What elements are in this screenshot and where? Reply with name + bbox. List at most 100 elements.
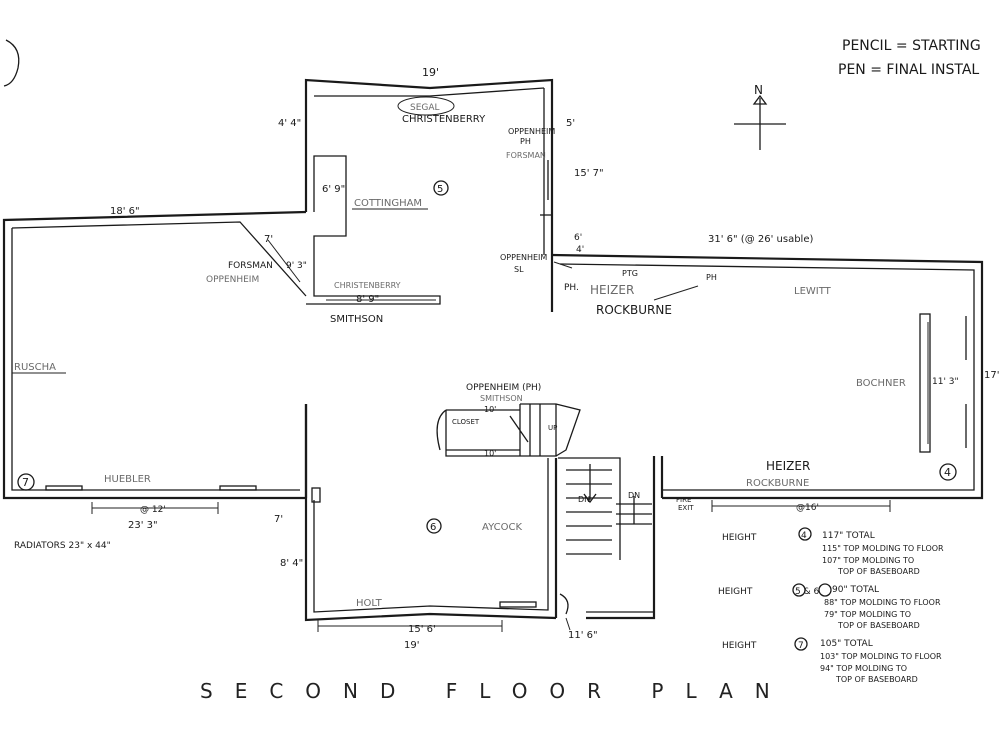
height-7-line-4: TOP OF BASEBOARD bbox=[835, 675, 918, 684]
label-aycock: AYCOCK bbox=[482, 522, 522, 533]
dim-31-6: 31' 6" (@ 26' usable) bbox=[708, 234, 813, 245]
label-christenberry-top: CHRISTENBERRY bbox=[402, 114, 486, 125]
room-number-6: 6 bbox=[430, 522, 436, 533]
north-label: N bbox=[754, 83, 763, 97]
stair-up bbox=[509, 403, 581, 457]
label-bochner: BOCHNER bbox=[856, 378, 906, 389]
label-heizer-top: HEIZER bbox=[590, 283, 634, 297]
height-room-4: 4 bbox=[801, 531, 807, 541]
height-56-line-3: 79" TOP MOLDING TO bbox=[824, 610, 911, 619]
label-dn-b: DN bbox=[628, 491, 640, 500]
room-6-radiator bbox=[499, 601, 537, 608]
label-ph-top: PH bbox=[520, 137, 531, 146]
label-segal: SEGAL bbox=[410, 103, 440, 113]
dim-11-3: 11' 3" bbox=[932, 377, 959, 387]
label-up: UP bbox=[548, 424, 557, 432]
dim-5: 5' bbox=[566, 118, 575, 129]
height-room-7: 7 bbox=[798, 641, 804, 651]
closet-door bbox=[436, 409, 447, 451]
room-6-inner bbox=[313, 458, 549, 613]
dim-15-6: 15' 6' bbox=[408, 624, 436, 635]
margin-mark bbox=[3, 39, 20, 87]
door-swing bbox=[559, 593, 569, 615]
height-4-line-4: TOP OF BASEBOARD bbox=[837, 567, 920, 576]
height-56-line-4: TOP OF BASEBOARD bbox=[837, 621, 920, 630]
label-fire-exit-1: FIRE bbox=[676, 496, 691, 504]
height-room-56: 5 & 6 bbox=[795, 587, 819, 597]
dim-23-3: 23' 3" bbox=[128, 520, 158, 531]
room-7-walls bbox=[2, 210, 307, 500]
room-number-circles bbox=[17, 180, 957, 651]
height-label-4: HEIGHT bbox=[722, 533, 757, 543]
legend-line-2: PEN = FINAL INSTAL bbox=[838, 62, 979, 78]
room-number-5: 5 bbox=[437, 184, 443, 195]
label-oppenheim-ph-mid: OPPENHEIM (PH) bbox=[466, 383, 541, 393]
radiator bbox=[219, 485, 257, 491]
dim-18-6: 18' 6" bbox=[110, 206, 140, 217]
room-5-walls bbox=[304, 78, 554, 312]
dim-11-6: 11' 6" bbox=[568, 630, 598, 641]
dim-15-7: 15' 7" bbox=[574, 168, 604, 179]
height-4-line-3: 107" TOP MOLDING TO bbox=[822, 556, 914, 565]
label-heizer-bottom: HEIZER bbox=[766, 459, 810, 473]
legend-line-1: PENCIL = STARTING bbox=[842, 38, 981, 54]
label-ph-b: PH bbox=[706, 273, 717, 282]
label-oppenheim-sl: OPPENHEIM bbox=[500, 253, 547, 262]
compass: N bbox=[734, 83, 786, 150]
room-number-7: 7 bbox=[22, 476, 29, 489]
room-6-walls bbox=[304, 498, 557, 622]
height-4-line-2: 115" TOP MOLDING TO FLOOR bbox=[822, 544, 944, 553]
label-ruscha: RUSCHA bbox=[14, 362, 56, 373]
label-sl: SL bbox=[514, 265, 524, 274]
label-christenberry-bottom: CHRISTENBERRY bbox=[334, 281, 401, 290]
label-lewitt: LEWITT bbox=[794, 286, 832, 297]
dimension-lines bbox=[91, 239, 929, 632]
height-label-7: HEIGHT bbox=[722, 641, 757, 651]
stair-arrow-head bbox=[583, 493, 597, 504]
label-radiators: RADIATORS 23" x 44" bbox=[14, 541, 111, 551]
room-6-wall-post bbox=[311, 487, 321, 503]
height-7-line-2: 103" TOP MOLDING TO FLOOR bbox=[820, 652, 942, 661]
label-closet: CLOSET bbox=[452, 418, 480, 426]
label-cottingham: COTTINGHAM bbox=[354, 198, 422, 209]
label-oppenheim-left: OPPENHEIM bbox=[206, 275, 259, 285]
label-smithson-mid: SMITHSON bbox=[480, 394, 523, 403]
dim-at12: @ 12' bbox=[140, 505, 166, 515]
dim-10a: 10' bbox=[484, 405, 496, 414]
dim-4-4: 4' 4" bbox=[278, 118, 301, 129]
dim-10b: 10' bbox=[484, 449, 496, 458]
dim-17: 17' bbox=[984, 370, 999, 381]
label-oppenheim-ph-top: OPPENHEIM bbox=[508, 127, 555, 136]
label-fire-exit-2: EXIT bbox=[678, 504, 694, 512]
closet-walls bbox=[445, 404, 557, 457]
label-dn-a: DN bbox=[578, 495, 590, 504]
dim-4: 4' bbox=[576, 245, 584, 255]
dim-8-4: 8' 4" bbox=[280, 558, 303, 569]
label-huebler: HUEBLER bbox=[104, 474, 151, 485]
segal-circle bbox=[397, 96, 455, 116]
height-7-line-1: 105" TOTAL bbox=[820, 639, 873, 649]
height-56-line-1: 90" TOTAL bbox=[832, 585, 879, 595]
height-label-56: HEIGHT bbox=[718, 587, 753, 597]
room-number-4: 4 bbox=[944, 466, 951, 479]
room-4-inner bbox=[559, 263, 975, 491]
fire-exit-walls bbox=[554, 456, 664, 620]
label-forsman-left: FORSMAN bbox=[228, 261, 273, 271]
room-4-walls bbox=[551, 253, 984, 500]
dim-19b: 19' bbox=[404, 640, 419, 651]
height-4-line-1: 117" TOTAL bbox=[822, 531, 875, 541]
label-forsman-right: FORSMAN bbox=[506, 151, 546, 160]
room-5-inner-top bbox=[314, 87, 545, 97]
dim-7: 7' bbox=[264, 234, 273, 245]
height-56-line-2: 88" TOP MOLDING TO FLOOR bbox=[824, 598, 941, 607]
dim-6-9: 6' 9" bbox=[322, 184, 345, 195]
room-7-inner bbox=[11, 221, 307, 491]
stair-down bbox=[558, 457, 621, 560]
radiator bbox=[45, 485, 83, 491]
label-smithson-top: SMITHSON bbox=[330, 314, 383, 325]
dim-top-19: 19' bbox=[422, 66, 439, 79]
bochner-wall bbox=[919, 313, 931, 453]
dim-6: 6' bbox=[574, 233, 582, 243]
dim-at16: @16' bbox=[796, 503, 819, 513]
